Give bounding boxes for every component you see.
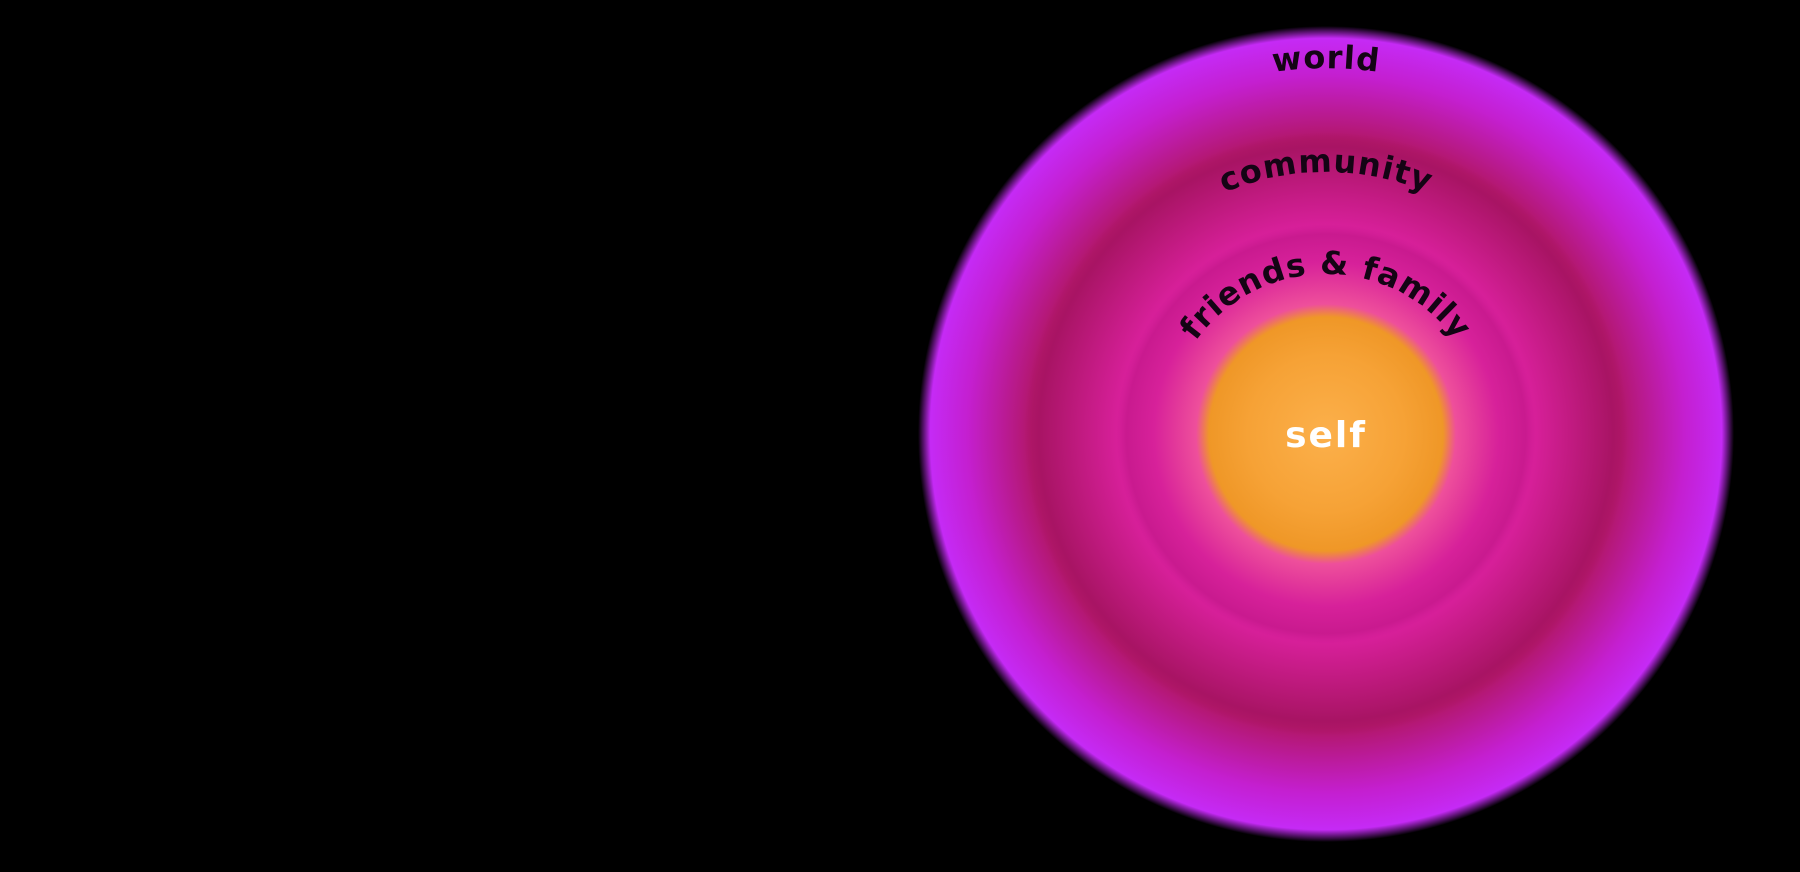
ring-self [1196,304,1456,564]
ring-label-world: world [1270,38,1381,80]
svg-text:world: world [1270,38,1382,80]
ring-label-self: self [1285,415,1367,456]
